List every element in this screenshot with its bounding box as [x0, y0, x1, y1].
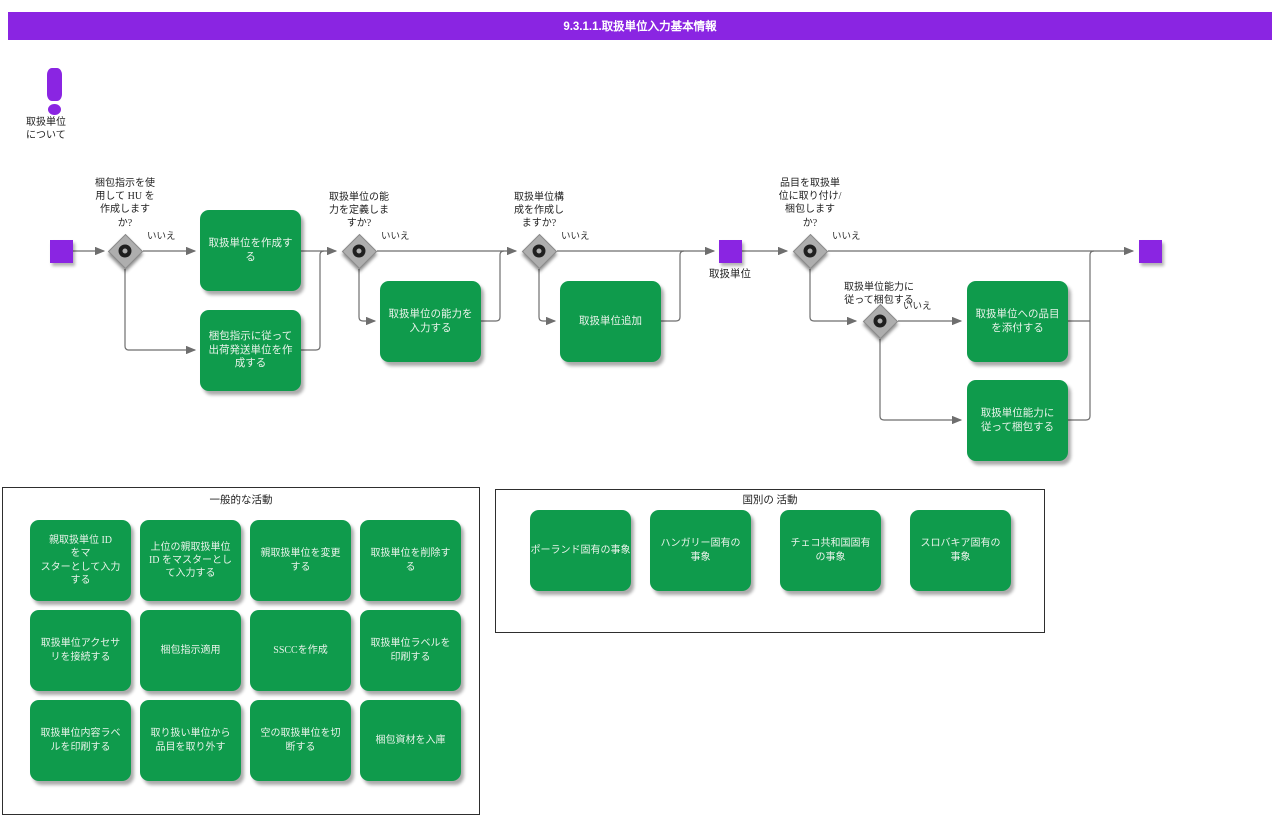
branch-no-label: いいえ	[381, 232, 410, 242]
activity-box[interactable]: 空の取扱単位を切 断する	[250, 700, 351, 781]
activity-box-poland[interactable]: ポーランド固有の事象	[530, 510, 631, 591]
task-enter-hu-capacity[interactable]: 取扱単位の能力を 入力する	[380, 281, 481, 362]
gateway-circle-icon	[118, 244, 132, 258]
gateway-question-label: 取扱単位の能 力を定義しま すか?	[329, 192, 389, 230]
activity-box[interactable]: 取扱単位内容ラベ ルを印刷する	[30, 700, 131, 781]
gateway-circle-icon	[803, 244, 817, 258]
flow-connector	[124, 269, 197, 355]
branch-no-label: いいえ	[147, 232, 176, 242]
activity-box[interactable]: 上位の親取扱単位 ID をマスターとし て入力する	[140, 520, 241, 601]
branch-no-label: いいえ	[561, 232, 590, 242]
activity-box[interactable]: SSCCを作成	[250, 610, 351, 691]
flow-connector	[661, 250, 685, 322]
activity-box[interactable]: 取扱単位を削除す る	[360, 520, 461, 601]
activity-box[interactable]: 取扱単位ラベルを 印刷する	[360, 610, 461, 691]
gateway-question-label: 品目を取扱単 位に取り付け/ 梱包します か?	[778, 178, 842, 229]
flow-connector	[481, 250, 505, 322]
flow-connector	[1068, 250, 1095, 421]
exclamation-icon[interactable]	[47, 68, 62, 101]
branch-no-label: いいえ	[903, 302, 932, 312]
gateway-question-label: 梱包指示を使 用して HU を 作成します か?	[95, 178, 155, 229]
gateway-create-hu-structure[interactable]	[521, 233, 557, 269]
intermediate-event-label: 取扱単位	[709, 269, 751, 280]
exclamation-icon-dot	[48, 104, 61, 115]
gateway-define-hu-capacity[interactable]	[341, 233, 377, 269]
task-create-shipping-unit-per-packing-instruction[interactable]: 梱包指示に従って 出荷発送単位を作 成する	[200, 310, 301, 391]
flow-connector	[301, 250, 325, 351]
branch-no-label: いいえ	[832, 232, 861, 242]
gateway-attach-pack-items[interactable]	[792, 233, 828, 269]
activity-box[interactable]: 取り扱い単位から 品目を取り外す	[140, 700, 241, 781]
page-title: 9.3.1.1.取扱単位入力基本情報	[563, 21, 717, 33]
activity-box-czech-republic[interactable]: チェコ共和国固有 の事象	[780, 510, 881, 591]
activity-box[interactable]: 親取扱単位を変更 する	[250, 520, 351, 601]
flow-connector	[538, 269, 557, 326]
intermediate-event-square[interactable]	[719, 240, 742, 263]
activity-box-hungary[interactable]: ハンガリー固有の 事象	[650, 510, 751, 591]
activity-box-slovakia[interactable]: スロバキア固有の 事象	[910, 510, 1011, 591]
end-event-square[interactable]	[1139, 240, 1162, 263]
flow-connector	[358, 269, 377, 326]
gateway-question-label: 取扱単位能力に 従って梱包する	[844, 282, 914, 307]
gateway-create-hu-with-packing-instruction[interactable]	[107, 233, 143, 269]
task-attach-items-to-hu[interactable]: 取扱単位への品目 を添付する	[967, 281, 1068, 362]
gateway-circle-icon	[873, 314, 887, 328]
task-create-handling-unit[interactable]: 取扱単位を作成す る	[200, 210, 301, 291]
general-activities-title: 一般的な活動	[209, 495, 273, 506]
activity-box[interactable]: 取扱単位アクセサ リを接続する	[30, 610, 131, 691]
note-label: 取扱単位 について	[26, 117, 66, 142]
flow-connector	[809, 269, 858, 326]
process-title-bar: 9.3.1.1.取扱単位入力基本情報	[8, 12, 1272, 40]
gateway-circle-icon	[352, 244, 366, 258]
activity-box[interactable]: 親取扱単位 ID をマ スターとして入力 する	[30, 520, 131, 601]
task-pack-per-hu-capacity[interactable]: 取扱単位能力に 従って梱包する	[967, 380, 1068, 461]
flow-connector	[879, 339, 963, 425]
gateway-question-label: 取扱単位構 成を作成し ますか?	[514, 192, 564, 230]
start-event-square[interactable]	[50, 240, 73, 263]
activity-box[interactable]: 梱包資材を入庫	[360, 700, 461, 781]
activity-box[interactable]: 梱包指示適用	[140, 610, 241, 691]
task-add-handling-unit[interactable]: 取扱単位追加	[560, 281, 661, 362]
gateway-circle-icon	[532, 244, 546, 258]
country-activities-title: 国別の 活動	[742, 495, 798, 506]
gateway-pack-per-capacity[interactable]	[862, 303, 898, 339]
